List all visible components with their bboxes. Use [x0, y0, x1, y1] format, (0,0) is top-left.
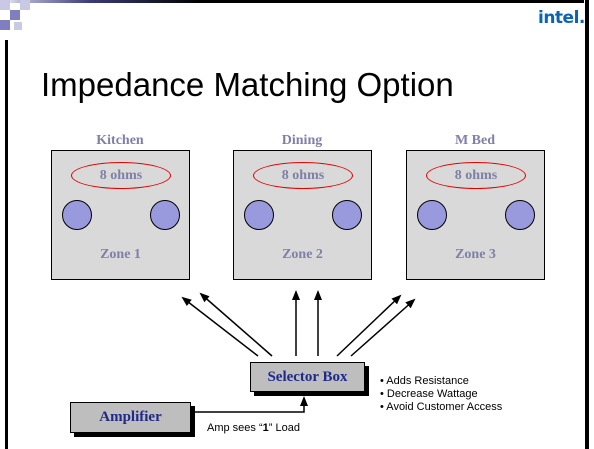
selector-box: Selector Box	[250, 362, 365, 392]
intel-logo: intel.	[538, 8, 585, 28]
amp-load-note: Amp sees “1” Load	[207, 422, 300, 434]
ohms-ellipse: 8 ohms	[426, 162, 526, 189]
corner-square	[0, 20, 10, 30]
corner-square	[20, 0, 30, 10]
left-border	[5, 40, 8, 449]
bullet-item: • Adds Resistance	[380, 375, 469, 387]
speaker-right-icon	[150, 200, 180, 230]
slide-title: Impedance Matching Option	[41, 66, 454, 103]
zone-header-kitchen: Kitchen	[96, 133, 144, 148]
arrow-to-zone-3	[336, 294, 402, 357]
right-border	[585, 0, 589, 449]
zone-name: Zone 3	[455, 247, 496, 262]
zone-header-m-bed: M Bed	[454, 133, 496, 148]
zone-header-dining: Dining	[281, 133, 323, 148]
corner-square	[0, 0, 10, 10]
speaker-right-icon	[505, 200, 535, 230]
zone-box-3: 8 ohms Zone 3	[406, 150, 545, 280]
selector-bullets: • Adds Resistance • Decrease Wattage • A…	[380, 375, 502, 414]
ohms-ellipse: 8 ohms	[253, 162, 353, 189]
corner-square	[14, 22, 22, 30]
bullet-item: • Avoid Customer Access	[380, 401, 503, 413]
speaker-left-icon	[62, 200, 92, 230]
zone-box-2: 8 ohms Zone 2	[233, 150, 372, 280]
speaker-left-icon	[417, 200, 447, 230]
arrow-to-zone-1	[199, 292, 273, 357]
arrow-to-zone-3	[350, 298, 416, 357]
amp-note-suffix: ” Load	[268, 422, 300, 434]
amp-to-selector-line	[193, 396, 308, 413]
amp-note-prefix: Amp sees “	[207, 422, 263, 434]
ohms-label: 8 ohms	[281, 168, 325, 183]
ohms-label: 8 ohms	[99, 168, 143, 183]
speaker-left-icon	[244, 200, 274, 230]
top-border	[0, 0, 584, 3]
speaker-right-icon	[332, 200, 362, 230]
corner-square	[10, 10, 20, 20]
arrow-to-zone-1	[181, 296, 259, 357]
zone-name: Zone 1	[100, 247, 141, 262]
zone-name: Zone 2	[282, 247, 323, 262]
amplifier-box: Amplifier	[70, 402, 191, 433]
ohms-label: 8 ohms	[454, 168, 498, 183]
ohms-ellipse: 8 ohms	[71, 162, 171, 189]
zone-box-1: 8 ohms Zone 1	[51, 150, 190, 280]
bullet-item: • Decrease Wattage	[380, 388, 478, 400]
amp-note-value: 1	[262, 422, 269, 434]
